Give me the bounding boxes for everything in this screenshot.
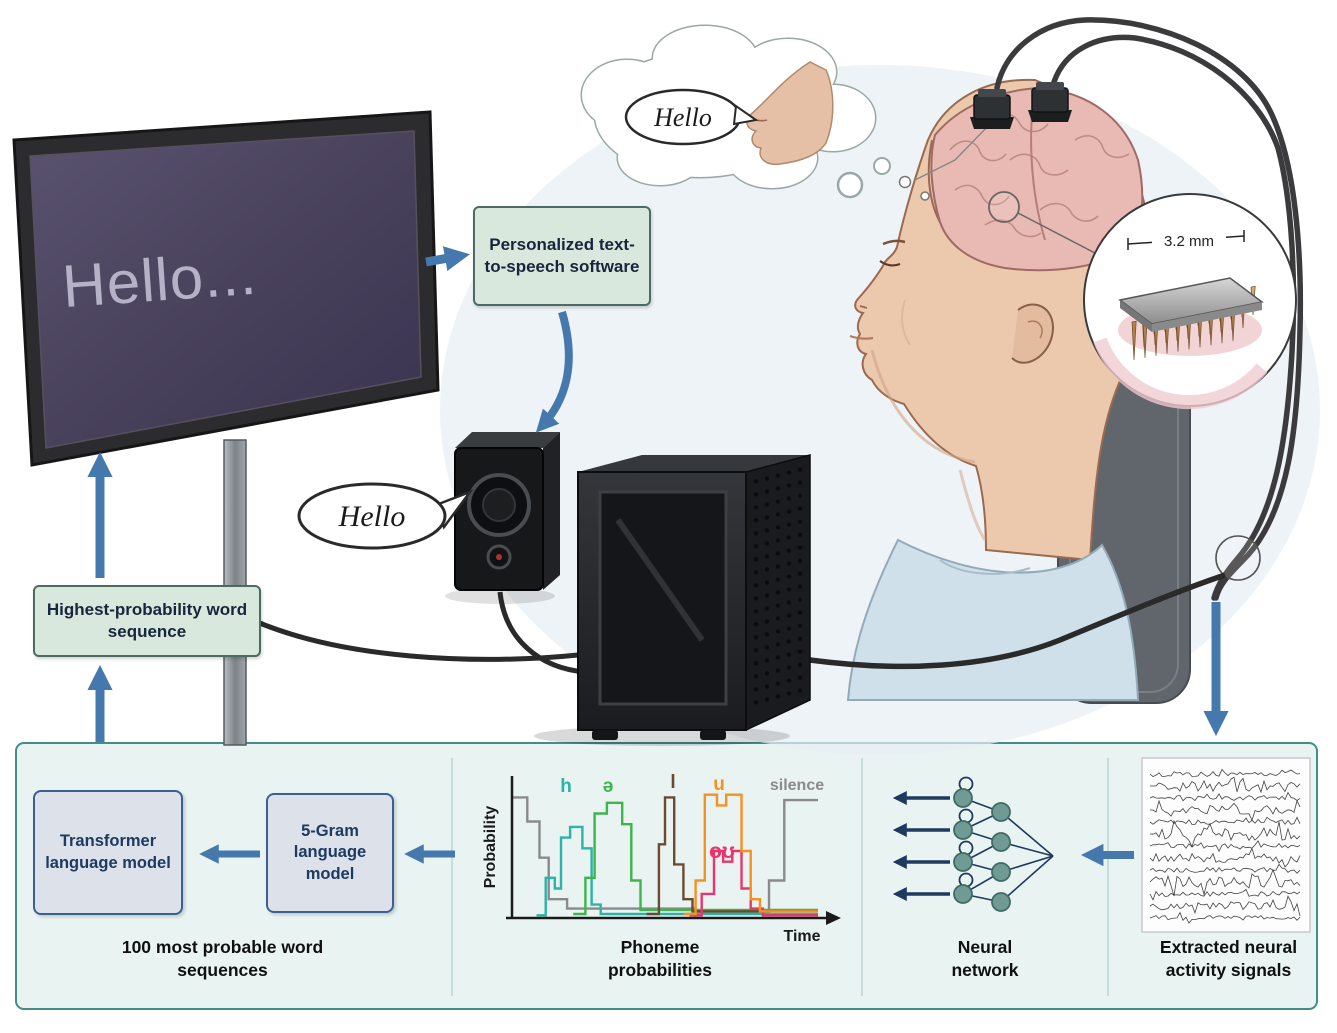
phoneme-chart	[506, 776, 841, 925]
phoneme-label-u: u	[713, 774, 725, 795]
phoneme-curve-silence	[512, 796, 818, 914]
zoom-source-circle	[988, 191, 1020, 223]
y-axis-label: Probability	[482, 805, 499, 889]
pedestal-connector	[1028, 82, 1072, 122]
phoneme-curve-h	[536, 825, 818, 917]
array-platform-front-edge	[1152, 302, 1262, 332]
computer-tower	[577, 454, 811, 740]
monitor-cable	[246, 615, 579, 662]
caption-word-sequences: 100 most probable word sequences	[121, 937, 324, 980]
speaker-speech-bubble	[297, 482, 474, 550]
caption-phoneme-probabilities: Phoneme probabilities	[607, 937, 713, 980]
inset-pink-halo	[1093, 337, 1268, 410]
eyebrow	[882, 239, 906, 246]
pedestal-cables	[994, 17, 1304, 601]
tts-software-box: Personalized text-to-speech software	[473, 206, 651, 306]
ear-inner	[1027, 320, 1043, 339]
speaker-cable	[497, 591, 586, 675]
cheek-shading	[900, 299, 911, 346]
word-sequence-box: Highest-probability word sequence	[33, 585, 261, 657]
neural-network	[892, 776, 1054, 912]
phoneme-label-schwa: ə	[602, 776, 614, 797]
shirt	[846, 538, 1140, 701]
nn-output-arrows	[892, 791, 950, 901]
thought-bubble-text: Hello	[654, 103, 712, 132]
flow-arrows	[87, 246, 1229, 867]
electrode-lead-wire	[914, 121, 993, 181]
monitor-screen	[29, 130, 422, 449]
phoneme-curve-ə	[573, 801, 818, 916]
nn-nodes	[953, 788, 1011, 912]
phoneme-curves	[512, 793, 818, 917]
imagined-face	[746, 61, 834, 166]
phoneme-label-silence: silence	[769, 777, 825, 794]
arrow-tts-to-speaker	[535, 310, 573, 433]
electrode-array-inset	[988, 191, 1297, 410]
caption-extracted-signals: Extracted neural activity signals	[1159, 937, 1298, 980]
shirt-collar	[939, 559, 1031, 575]
monitor	[12, 110, 440, 467]
transformer-model-box: Transformer language model	[33, 790, 183, 915]
brain-gyri	[949, 112, 1130, 238]
thought-speech-bubble-tail	[732, 104, 759, 126]
array-measurement-label: 3.2 mm	[1152, 233, 1226, 250]
array-platform-left-edge	[1120, 300, 1152, 332]
tower-cable	[809, 572, 1226, 670]
jaw-shading	[870, 349, 976, 464]
speaker	[454, 432, 560, 591]
tower-vents	[753, 467, 803, 705]
neck-shading	[958, 469, 987, 541]
x-axis-arrowhead	[826, 911, 841, 925]
phoneme-label-ou: oʊ	[709, 840, 735, 863]
neural-signal-traces	[1149, 768, 1301, 924]
phoneme-curve-oʊ	[689, 849, 818, 917]
phoneme-curve-l	[646, 796, 818, 916]
phoneme-label-l: l	[670, 772, 676, 793]
nostril	[859, 305, 868, 309]
decoding-pipeline-panel	[15, 742, 1318, 1010]
thought-cloud	[580, 24, 891, 199]
pedestal-connector	[970, 89, 1014, 129]
zoom-leader-line	[1017, 212, 1096, 254]
patient-head	[849, 78, 1152, 562]
x-axis-label: Time	[783, 928, 821, 945]
speaker-bubble-text: Hello	[338, 500, 406, 533]
eye	[879, 260, 901, 267]
thought-trail-bubble	[873, 157, 891, 175]
panel-dividers	[451, 758, 1109, 996]
electrode-lead	[920, 191, 930, 201]
ngram-model-box: 5-Gram language model	[266, 793, 394, 913]
speaker-led	[496, 554, 502, 560]
thought-trail-bubble	[836, 171, 864, 199]
mouth	[849, 334, 874, 340]
arrow-screen-to-tts	[425, 246, 470, 272]
phoneme-label-h: h	[560, 776, 572, 797]
pedestal-connectors	[970, 82, 1072, 129]
phoneme-curve-u	[683, 793, 818, 916]
caption-neural-network: Neural network	[951, 937, 1019, 980]
electrode-lead	[898, 175, 912, 189]
cable-highlight-circle	[1215, 535, 1261, 581]
ear	[1011, 303, 1055, 364]
